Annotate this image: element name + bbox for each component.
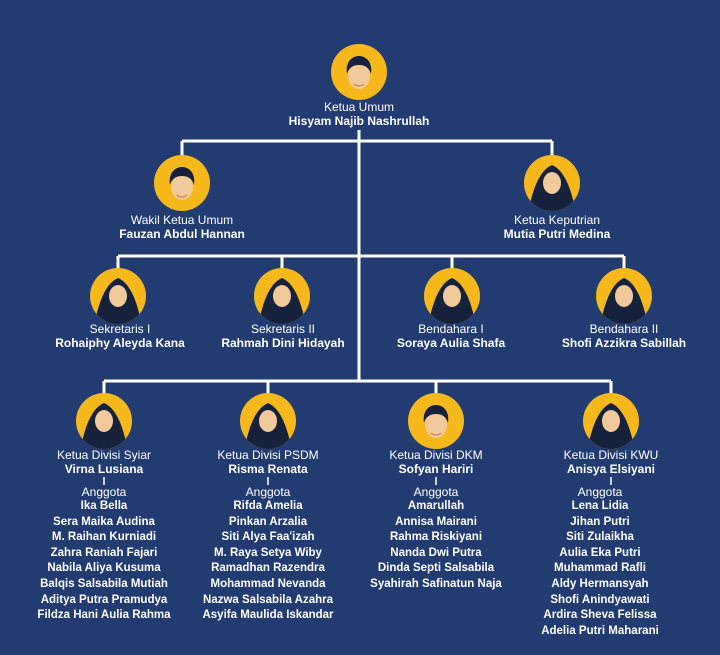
secretary-2-role: Sekretaris II <box>250 322 316 336</box>
female-avatar-icon <box>596 268 652 324</box>
secretary-1-name: Rohaiphy Aleyda Kana <box>55 336 185 350</box>
division-kwu-name: Anisya Elsiyani <box>566 462 656 476</box>
secretary-2-node: Sekretaris II Rahmah Dini Hidayah <box>183 322 383 350</box>
member-item: Rifda Amelia <box>233 500 303 512</box>
member-item: Rahma Riskiyani <box>389 531 483 544</box>
division-kwu-role: Ketua Divisi KWU <box>563 448 659 462</box>
division-dkm-members: Anggota Amarullah Annisa Mairani Rahma R… <box>336 485 536 593</box>
member-item: Aditya Putra Pramudya <box>40 593 168 606</box>
member-item: Shofi Anindyawati <box>550 593 650 606</box>
member-item: Pinkan Arzalia <box>228 515 308 528</box>
member-item: Aulia Eka Putri <box>559 546 641 559</box>
secretary-2-name: Rahmah Dini Hidayah <box>221 336 345 350</box>
division-kwu-node: Ketua Divisi KWU Anisya Elsiyani <box>511 448 711 476</box>
member-item: Siti Zulaikha <box>566 531 634 544</box>
division-psdm-role: Ketua Divisi PSDM <box>217 448 319 462</box>
members-label: Anggota <box>81 485 127 499</box>
member-item: Adelia Putri Maharani <box>541 624 659 637</box>
members-label: Anggota <box>577 485 623 499</box>
women-chair-role: Ketua Keputrian <box>513 213 601 227</box>
treasurer-2-role: Bendahara II <box>589 322 659 336</box>
member-item: Dinda Septi Salsabila <box>377 562 495 575</box>
division-psdm-node: Ketua Divisi PSDM Risma Renata <box>168 448 368 476</box>
male-avatar-icon <box>154 155 210 211</box>
female-avatar-icon <box>583 393 639 449</box>
female-avatar-icon <box>76 393 132 449</box>
treasurer-2-name: Shofi Azzikra Sabillah <box>561 336 687 350</box>
member-item: Nabila Aliya Kusuma <box>47 562 161 575</box>
member-item: Mohammad Nevanda <box>210 577 326 590</box>
member-item: Balqis Salsabila Mutiah <box>40 577 168 590</box>
chairman-name: Hisyam Najib Nashrullah <box>288 114 430 128</box>
division-syiar-members: Anggota Ika Bella Sera Maika Audina M. R… <box>4 485 204 624</box>
member-item: Siti Alya Faa'izah <box>221 531 315 544</box>
division-dkm-node: Ketua Divisi DKM Sofyan Hariri <box>336 448 536 476</box>
women-chair-name: Mutia Putri Medina <box>503 227 611 241</box>
member-item: Lena Lidia <box>571 500 629 512</box>
member-item: Nanda Dwi Putra <box>390 546 482 559</box>
male-avatar-icon <box>331 44 387 100</box>
vice-chairman-name: Fauzan Abdul Hannan <box>119 227 245 241</box>
secretary-1-role: Sekretaris I <box>89 322 151 336</box>
members-label: Anggota <box>413 485 459 499</box>
member-item: Syahirah Safinatun Naja <box>370 577 502 590</box>
secretary-1-node: Sekretaris I Rohaiphy Aleyda Kana <box>20 322 220 350</box>
member-item: M. Raihan Kurniadi <box>51 531 157 544</box>
member-item: Muhammad Rafli <box>553 562 646 575</box>
member-item: Ramadhan Razendra <box>211 562 325 575</box>
female-avatar-icon <box>90 268 146 324</box>
chairman-role: Ketua Umum <box>323 100 395 114</box>
member-item: Ika Bella <box>80 500 128 512</box>
member-item: Aldy Hermansyah <box>551 577 649 590</box>
chairman-node: Ketua Umum Hisyam Najib Nashrullah <box>259 100 459 128</box>
member-item: Asyifa Maulida Iskandar <box>202 609 334 622</box>
division-syiar-role: Ketua Divisi Syiar <box>56 448 152 462</box>
treasurer-1-role: Bendahara I <box>418 322 484 336</box>
member-item: Zahra Raniah Fajari <box>50 546 158 559</box>
member-item: Ardira Sheva Felissa <box>543 609 657 622</box>
division-syiar-node: Ketua Divisi Syiar Virna Lusiana <box>4 448 204 476</box>
member-item: Fildza Hani Aulia Rahma <box>37 609 171 622</box>
vice-chairman-node: Wakil Ketua Umum Fauzan Abdul Hannan <box>82 213 282 241</box>
division-dkm-name: Sofyan Hariri <box>398 462 474 476</box>
treasurer-1-node: Bendahara I Soraya Aulia Shafa <box>351 322 551 350</box>
division-psdm-members: Anggota Rifda Amelia Pinkan Arzalia Siti… <box>168 485 368 624</box>
female-avatar-icon <box>424 268 480 324</box>
member-item: M. Raya Setya Wiby <box>214 546 322 559</box>
division-psdm-name: Risma Renata <box>228 462 308 476</box>
female-avatar-icon <box>254 268 310 324</box>
women-chair-node: Ketua Keputrian Mutia Putri Medina <box>457 213 657 241</box>
treasurer-1-name: Soraya Aulia Shafa <box>396 336 506 350</box>
members-label: Anggota <box>245 485 291 499</box>
vice-chairman-role: Wakil Ketua Umum <box>130 213 234 227</box>
female-avatar-icon <box>524 155 580 211</box>
division-kwu-members: Anggota Lena Lidia Jihan Putri Siti Zula… <box>500 485 700 639</box>
division-syiar-name: Virna Lusiana <box>64 462 144 476</box>
member-item: Amarullah <box>407 500 465 512</box>
division-dkm-role: Ketua Divisi DKM <box>389 448 483 462</box>
member-item: Annisa Mairani <box>395 515 477 528</box>
male-avatar-icon <box>408 393 464 449</box>
female-avatar-icon <box>240 393 296 449</box>
member-item: Jihan Putri <box>570 515 630 528</box>
treasurer-2-node: Bendahara II Shofi Azzikra Sabillah <box>524 322 720 350</box>
member-item: Sera Maika Audina <box>53 515 155 528</box>
member-item: Nazwa Salsabila Azahra <box>203 593 333 606</box>
